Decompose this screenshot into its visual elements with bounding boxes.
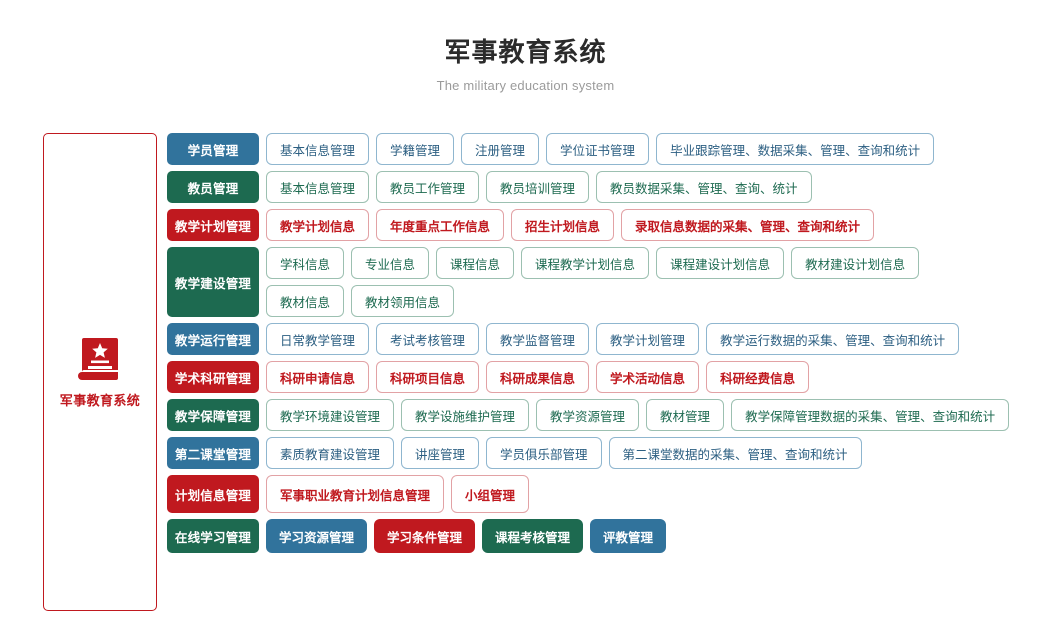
module-item-button[interactable]: 教学计划信息 — [266, 209, 370, 241]
module-row: 教学保障管理教学环境建设管理教学设施维护管理教学资源管理教材管理教学保障管理数据… — [167, 399, 1031, 431]
module-row-label-button[interactable]: 第二课堂管理 — [167, 437, 259, 469]
module-row: 教学计划管理教学计划信息年度重点工作信息招生计划信息录取信息数据的采集、管理、查… — [167, 209, 1031, 241]
module-item-button[interactable]: 教员数据采集、管理、查询、统计 — [596, 171, 812, 203]
module-item-button[interactable]: 课程考核管理 — [482, 519, 584, 553]
module-item-line: 军事职业教育计划信息管理小组管理 — [266, 475, 1031, 513]
module-item-button[interactable]: 科研经费信息 — [706, 361, 810, 393]
module-row-label-button[interactable]: 教学计划管理 — [167, 209, 259, 241]
module-row-items: 科研申请信息科研项目信息科研成果信息学术活动信息科研经费信息 — [266, 361, 1031, 393]
module-item-button[interactable]: 学员俱乐部管理 — [486, 437, 602, 469]
page-header: 军事教育系统 The military education system — [0, 0, 1051, 93]
module-item-button[interactable]: 素质教育建设管理 — [266, 437, 395, 469]
module-item-button[interactable]: 日常教学管理 — [266, 323, 370, 355]
module-item-line: 学科信息专业信息课程信息课程教学计划信息课程建设计划信息教材建设计划信息 — [266, 247, 1031, 279]
module-item-button[interactable]: 基本信息管理 — [266, 171, 370, 203]
page-subtitle: The military education system — [436, 77, 615, 93]
module-row-items: 教学环境建设管理教学设施维护管理教学资源管理教材管理教学保障管理数据的采集、管理… — [266, 399, 1031, 431]
module-item-button[interactable]: 教学环境建设管理 — [266, 399, 395, 431]
module-row-label-button[interactable]: 教员管理 — [167, 171, 259, 203]
module-item-line: 素质教育建设管理讲座管理学员俱乐部管理第二课堂数据的采集、管理、查询和统计 — [266, 437, 1031, 469]
module-item-button[interactable]: 课程信息 — [436, 247, 515, 279]
module-row: 在线学习管理学习资源管理学习条件管理课程考核管理评教管理 — [167, 519, 1031, 553]
module-item-button[interactable]: 教学设施维护管理 — [401, 399, 530, 431]
module-row: 教学建设管理学科信息专业信息课程信息课程教学计划信息课程建设计划信息教材建设计划… — [167, 247, 1031, 317]
module-row-label-button[interactable]: 计划信息管理 — [167, 475, 259, 513]
module-row-items: 军事职业教育计划信息管理小组管理 — [266, 475, 1031, 513]
module-item-button[interactable]: 教学保障管理数据的采集、管理、查询和统计 — [731, 399, 1010, 431]
module-item-button[interactable]: 科研项目信息 — [376, 361, 480, 393]
module-row-items: 基本信息管理学籍管理注册管理学位证书管理毕业跟踪管理、数据采集、管理、查询和统计 — [266, 133, 1031, 165]
module-item-button[interactable]: 课程教学计划信息 — [521, 247, 650, 279]
module-row-items: 基本信息管理教员工作管理教员培训管理教员数据采集、管理、查询、统计 — [266, 171, 1031, 203]
module-row: 计划信息管理军事职业教育计划信息管理小组管理 — [167, 475, 1031, 513]
module-row-label-button[interactable]: 教学保障管理 — [167, 399, 259, 431]
sidebar-system-label: 军事教育系统 — [59, 392, 141, 408]
module-item-button[interactable]: 教材建设计划信息 — [791, 247, 920, 279]
module-item-button[interactable]: 学术活动信息 — [596, 361, 700, 393]
module-item-button[interactable]: 教学运行数据的采集、管理、查询和统计 — [706, 323, 960, 355]
book-star-icon — [78, 336, 122, 382]
module-row-label-button[interactable]: 在线学习管理 — [167, 519, 259, 553]
module-item-button[interactable]: 学习条件管理 — [374, 519, 476, 553]
module-row: 第二课堂管理素质教育建设管理讲座管理学员俱乐部管理第二课堂数据的采集、管理、查询… — [167, 437, 1031, 469]
module-item-line: 教材信息教材领用信息 — [266, 285, 1031, 317]
module-row: 学员管理基本信息管理学籍管理注册管理学位证书管理毕业跟踪管理、数据采集、管理、查… — [167, 133, 1031, 165]
module-row-items: 教学计划信息年度重点工作信息招生计划信息录取信息数据的采集、管理、查询和统计 — [266, 209, 1031, 241]
module-row-items: 学习资源管理学习条件管理课程考核管理评教管理 — [266, 519, 1031, 553]
module-item-button[interactable]: 教材信息 — [266, 285, 345, 317]
module-item-button[interactable]: 教材管理 — [646, 399, 725, 431]
module-item-button[interactable]: 军事职业教育计划信息管理 — [266, 475, 445, 513]
module-item-button[interactable]: 考试考核管理 — [376, 323, 480, 355]
module-item-button[interactable]: 讲座管理 — [401, 437, 480, 469]
module-item-button[interactable]: 科研成果信息 — [486, 361, 590, 393]
module-item-button[interactable]: 教学资源管理 — [536, 399, 640, 431]
module-item-line: 日常教学管理考试考核管理教学监督管理教学计划管理教学运行数据的采集、管理、查询和… — [266, 323, 1031, 355]
page-title: 军事教育系统 — [444, 37, 607, 67]
module-item-line: 教学环境建设管理教学设施维护管理教学资源管理教材管理教学保障管理数据的采集、管理… — [266, 399, 1031, 431]
module-item-button[interactable]: 学位证书管理 — [546, 133, 650, 165]
module-item-button[interactable]: 教学计划管理 — [596, 323, 700, 355]
module-item-button[interactable]: 评教管理 — [590, 519, 667, 553]
module-item-button[interactable]: 第二课堂数据的采集、管理、查询和统计 — [608, 437, 862, 469]
main-layout: 军事教育系统 学员管理基本信息管理学籍管理注册管理学位证书管理毕业跟踪管理、数据… — [43, 133, 1031, 611]
module-item-line: 学习资源管理学习条件管理课程考核管理评教管理 — [266, 519, 1031, 553]
module-item-button[interactable]: 小组管理 — [451, 475, 530, 513]
module-row-items: 学科信息专业信息课程信息课程教学计划信息课程建设计划信息教材建设计划信息教材信息… — [266, 247, 1031, 317]
module-row-items: 素质教育建设管理讲座管理学员俱乐部管理第二课堂数据的采集、管理、查询和统计 — [266, 437, 1031, 469]
module-item-line: 科研申请信息科研项目信息科研成果信息学术活动信息科研经费信息 — [266, 361, 1031, 393]
module-item-button[interactable]: 毕业跟踪管理、数据采集、管理、查询和统计 — [656, 133, 935, 165]
module-item-button[interactable]: 招生计划信息 — [511, 209, 615, 241]
module-item-line: 基本信息管理教员工作管理教员培训管理教员数据采集、管理、查询、统计 — [266, 171, 1031, 203]
module-item-button[interactable]: 教员工作管理 — [376, 171, 480, 203]
module-item-button[interactable]: 基本信息管理 — [266, 133, 370, 165]
module-item-button[interactable]: 教员培训管理 — [486, 171, 590, 203]
module-row-label-button[interactable]: 教学运行管理 — [167, 323, 259, 355]
module-item-line: 教学计划信息年度重点工作信息招生计划信息录取信息数据的采集、管理、查询和统计 — [266, 209, 1031, 241]
module-item-button[interactable]: 注册管理 — [461, 133, 540, 165]
module-item-button[interactable]: 学科信息 — [266, 247, 345, 279]
module-rows: 学员管理基本信息管理学籍管理注册管理学位证书管理毕业跟踪管理、数据采集、管理、查… — [167, 133, 1031, 553]
module-item-button[interactable]: 学籍管理 — [376, 133, 455, 165]
module-item-line: 基本信息管理学籍管理注册管理学位证书管理毕业跟踪管理、数据采集、管理、查询和统计 — [266, 133, 1031, 165]
module-item-button[interactable]: 学习资源管理 — [266, 519, 368, 553]
module-item-button[interactable]: 教学监督管理 — [486, 323, 590, 355]
module-row-label-button[interactable]: 学术科研管理 — [167, 361, 259, 393]
module-item-button[interactable]: 年度重点工作信息 — [376, 209, 505, 241]
module-item-button[interactable]: 专业信息 — [351, 247, 430, 279]
module-row: 教学运行管理日常教学管理考试考核管理教学监督管理教学计划管理教学运行数据的采集、… — [167, 323, 1031, 355]
module-item-button[interactable]: 录取信息数据的采集、管理、查询和统计 — [621, 209, 875, 241]
sidebar-system-card[interactable]: 军事教育系统 — [43, 133, 157, 611]
module-row: 教员管理基本信息管理教员工作管理教员培训管理教员数据采集、管理、查询、统计 — [167, 171, 1031, 203]
module-item-button[interactable]: 教材领用信息 — [351, 285, 455, 317]
module-row-label-button[interactable]: 学员管理 — [167, 133, 259, 165]
module-row-label-button[interactable]: 教学建设管理 — [167, 247, 259, 317]
module-row: 学术科研管理科研申请信息科研项目信息科研成果信息学术活动信息科研经费信息 — [167, 361, 1031, 393]
module-item-button[interactable]: 科研申请信息 — [266, 361, 370, 393]
module-row-items: 日常教学管理考试考核管理教学监督管理教学计划管理教学运行数据的采集、管理、查询和… — [266, 323, 1031, 355]
module-item-button[interactable]: 课程建设计划信息 — [656, 247, 785, 279]
